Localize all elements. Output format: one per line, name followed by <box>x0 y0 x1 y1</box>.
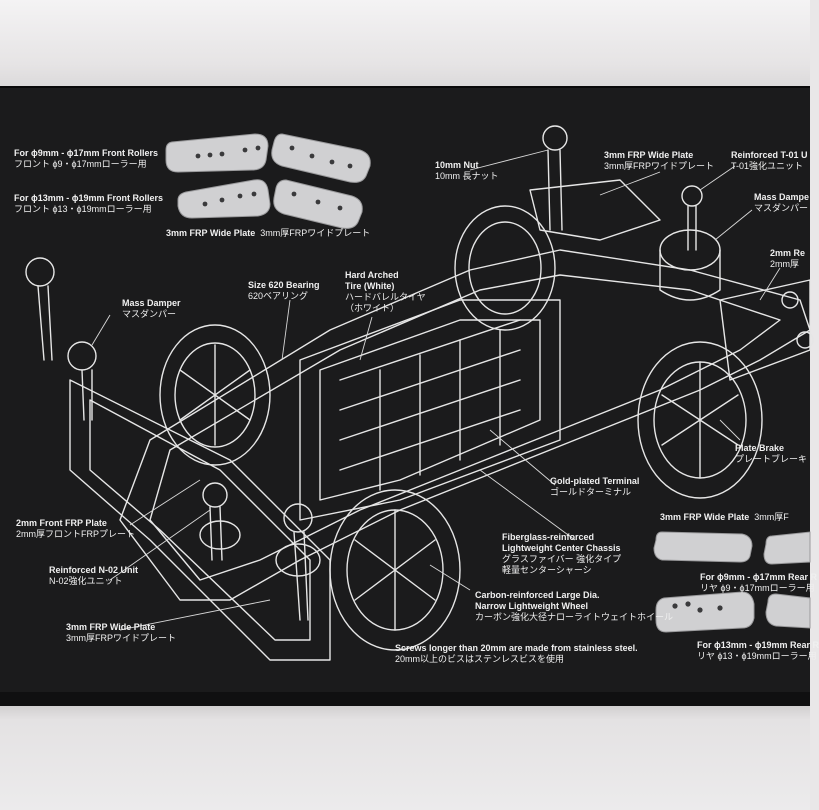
mass-damper-right <box>659 229 721 271</box>
front-frp-plate <box>69 379 331 661</box>
plate-rear-right <box>653 531 811 633</box>
plate-holes-top <box>195 145 353 211</box>
label-screws-note: Screws longer than 20mm are made from st… <box>395 643 638 664</box>
plate-holes-right <box>672 601 723 613</box>
nut-icon <box>542 125 568 151</box>
mass-damper-left <box>25 257 55 287</box>
box-panel-edge <box>0 692 810 706</box>
box-top-surface <box>0 0 810 92</box>
label-frp-wide-rr: 3mm FRP Wide Plate 3mm厚F <box>660 512 789 522</box>
wheel-rear-right <box>637 341 763 499</box>
label-wheel: Carbon-reinforced Large Dia.Narrow Light… <box>475 590 674 622</box>
wheel-front-left <box>159 324 271 466</box>
wheel-rear-left <box>454 205 556 331</box>
label-frp-wide-top: 3mm FRP Wide Plate 3mm厚FRPワイドプレート <box>166 228 371 238</box>
box-bottom-surface <box>0 700 810 810</box>
plate-front-rollers-17 <box>165 133 371 183</box>
